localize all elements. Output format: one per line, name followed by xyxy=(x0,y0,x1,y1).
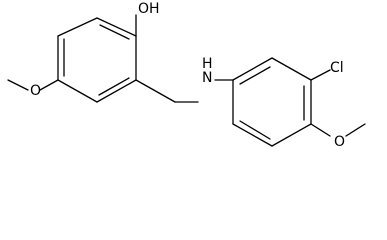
left-methoxy-oxygen-label: O xyxy=(30,83,41,99)
amine-n-label: N xyxy=(202,70,212,86)
right-ring-bond-1 xyxy=(232,57,273,81)
left-ring-bond-3 xyxy=(96,79,137,103)
left-ring-bond-4 xyxy=(57,79,98,103)
right-ring-bond-4 xyxy=(271,123,312,147)
amine-h-label: H xyxy=(202,56,213,72)
right-ring-bond-5 xyxy=(232,123,273,147)
right-methoxy-bond-ring xyxy=(310,123,331,137)
right-ring-double-1 xyxy=(239,66,271,85)
right-ring-double-3 xyxy=(239,120,271,140)
chloro-label: Cl xyxy=(330,60,344,76)
structure-svg: OH O H N Cl O xyxy=(7,1,366,150)
left-methoxy-bond-ring xyxy=(39,79,59,91)
structure-diagram: OH O H N Cl O xyxy=(7,1,366,150)
hydroxyl-label: OH xyxy=(138,1,160,17)
right-methoxy-oxygen-label: O xyxy=(334,134,345,150)
left-methoxy-bond-methyl xyxy=(7,79,29,91)
left-ring-bond-1 xyxy=(96,17,137,37)
right-ring-bond-2 xyxy=(271,57,312,81)
right-methoxy-bond-methyl xyxy=(345,123,366,137)
left-ring-double-1 xyxy=(99,24,130,40)
left-ring-double-2 xyxy=(98,77,130,96)
chloro-bond xyxy=(310,69,331,81)
benzylic-bond xyxy=(135,79,176,103)
left-ring-bond-6 xyxy=(57,17,98,37)
